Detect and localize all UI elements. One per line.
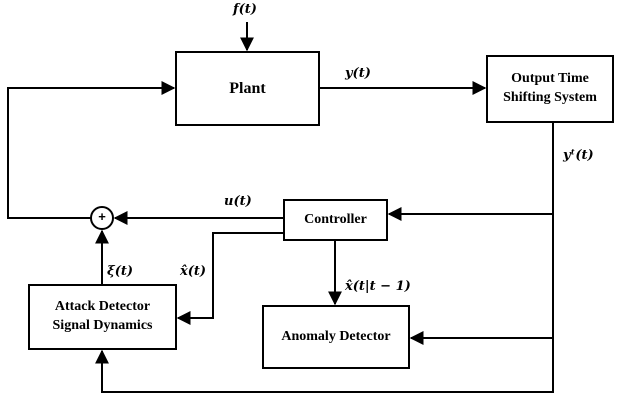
- output-shift-label: Output Time Shifting System: [503, 71, 597, 105]
- plant-output-label: y(t): [345, 66, 371, 81]
- shifted-output-label: yᵗ(t): [563, 148, 594, 163]
- plant-block: [175, 51, 320, 126]
- anomaly-detector-block: [262, 305, 410, 369]
- output-shift-block: [486, 55, 614, 123]
- controller-label: Controller: [304, 211, 367, 227]
- plant-input-feedback: [7, 81, 176, 219]
- anomaly-detector-label: Anomaly Detector: [281, 328, 391, 344]
- disturbance-label: f(t): [233, 2, 257, 17]
- state-estimate-arrow: [176, 232, 284, 325]
- control-input-label: u(t): [224, 194, 252, 209]
- attack-detector-block: [28, 284, 177, 350]
- prediction-label: x̂(t|t − 1): [345, 279, 411, 294]
- shifted-output-bus: [95, 122, 554, 393]
- plant-label: Plant: [229, 79, 266, 97]
- state-estimate-label: x̂(t): [180, 264, 207, 279]
- summing-junction-sign: +: [98, 209, 106, 224]
- attack-detector-label: Attack Detector Signal Dynamics: [52, 299, 153, 333]
- attack-signal-label: ξ(t): [107, 264, 134, 279]
